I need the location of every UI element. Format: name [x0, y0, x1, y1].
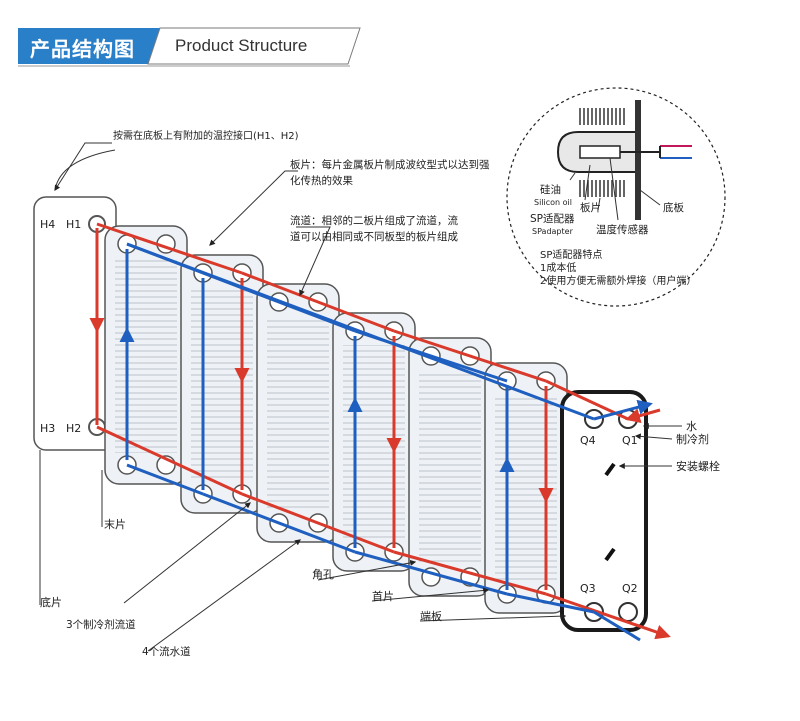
label-h2: H2 — [66, 422, 81, 435]
inset-label-temp-sensor: 温度传感器 — [596, 223, 649, 236]
label-q2: Q2 — [622, 582, 638, 595]
plate-3 — [256, 283, 340, 543]
sp-adapter-inset — [506, 87, 726, 307]
label-end-board: 端板 — [420, 609, 442, 623]
plate-6 — [484, 362, 568, 614]
temp-sensor-probe — [579, 145, 621, 159]
base-plate — [33, 149, 117, 451]
banner-blue-block — [18, 28, 160, 64]
leader-lines — [39, 142, 682, 652]
inset-label-silicon-oil-en: Silicon oil — [534, 198, 572, 207]
label-h3: H3 — [40, 422, 55, 435]
label-q3: Q3 — [580, 582, 596, 595]
label-base-plate: 底片 — [40, 595, 62, 609]
annotation-channel-line2: 道可以由相同或不同板型的板片组成 — [290, 230, 458, 243]
inset-feature-2: 2使用方便无需额外焊接（用户端） — [540, 274, 696, 287]
banner-white-block — [147, 27, 361, 65]
annotation-plate-line1: 板片：每片金属板片制成波纹型式以达到强 — [290, 158, 490, 171]
header-banner — [18, 27, 361, 67]
annotation-channel-line1: 流道：相邻的二板片组成了流道，流 — [290, 214, 458, 227]
label-h4: H4 — [40, 218, 55, 231]
page-title-cn: 产品结构图 — [30, 37, 135, 61]
port-q2 — [618, 602, 638, 622]
page-title-en: Product Structure — [175, 36, 308, 55]
mounting-bolt-top — [604, 462, 616, 477]
water-flow-arrows — [119, 327, 515, 490]
label-mounting-bolt: 安装螺栓 — [676, 459, 720, 473]
inset-feature-1: 1成本低 — [540, 261, 576, 274]
inset-label-sp-adapter-en: SPadapter — [532, 227, 574, 236]
plate-1 — [104, 225, 188, 485]
plate-2 — [180, 254, 264, 514]
label-end-plate: 末片 — [104, 517, 126, 531]
label-refrigerant: 制冷剂 — [676, 432, 709, 446]
label-water: 水 — [686, 420, 697, 433]
inset-features-title: SP适配器特点 — [540, 249, 602, 261]
inset-label-base: 底板 — [663, 201, 684, 214]
label-corner-hole: 角孔 — [312, 568, 334, 581]
label-q1: Q1 — [622, 434, 638, 447]
inset-base-plate — [635, 100, 641, 220]
label-first-plate: 首片 — [372, 589, 394, 603]
inset-label-sp-adapter-cn: SP适配器 — [530, 213, 575, 225]
plate-stack — [104, 225, 568, 614]
label-water-channels: 4个流水道 — [142, 645, 191, 658]
inset-label-plate: 板片 — [580, 201, 601, 214]
label-refrigerant-channels: 3个制冷剂流道 — [66, 618, 136, 631]
annotation-temp-port: 按需在底板上有附加的温控接口(H1、H2) — [113, 129, 299, 142]
label-q4: Q4 — [580, 434, 596, 447]
annotation-plate-line2: 化传热的效果 — [290, 174, 353, 187]
inset-label-silicon-oil-cn: 硅油 — [540, 183, 561, 196]
refrigerant-flow — [89, 222, 671, 640]
label-h1: H1 — [66, 218, 81, 231]
mounting-bolt-bottom — [604, 547, 616, 562]
